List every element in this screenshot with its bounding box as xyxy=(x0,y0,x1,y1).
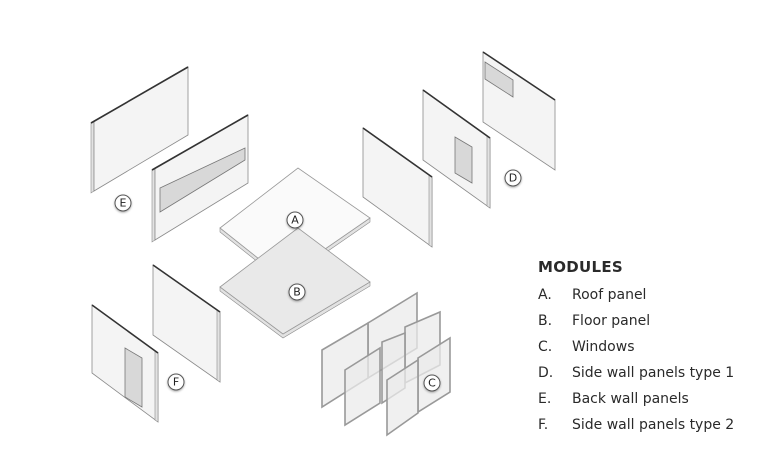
legend-item: A. Roof panel xyxy=(538,282,734,308)
legend-label: Side wall panels type 2 xyxy=(572,417,735,433)
floor-panel xyxy=(219,227,371,339)
modules-legend: MODULES A. Roof panel B. Floor panel C. Win… xyxy=(538,258,734,438)
legend-item: D. Side wall panels type 1 xyxy=(538,360,734,386)
back-wall-panel-plain xyxy=(90,66,189,194)
legend-letter: B. xyxy=(538,313,553,329)
legend-label: Side wall panels type 1 xyxy=(572,365,735,381)
legend-label: Windows xyxy=(572,339,635,355)
side-wall-panel-type2-door xyxy=(91,304,159,423)
side-wall-panel-type2-plain xyxy=(152,264,221,383)
legend-label: Roof panel xyxy=(572,287,647,303)
side-wall-panel-with-window xyxy=(482,51,556,171)
legend-label: Back wall panels xyxy=(572,391,689,407)
legend-title: MODULES xyxy=(538,258,624,276)
legend-item: F. Side wall panels type 2 xyxy=(538,412,734,438)
legend-letter: A. xyxy=(538,287,552,303)
svg-text:A: A xyxy=(291,214,299,227)
legend-letter: C. xyxy=(538,339,553,355)
side-wall-panel-with-door xyxy=(422,89,491,209)
legend-item: B. Floor panel xyxy=(538,308,734,334)
window-panels xyxy=(321,291,451,437)
svg-text:F: F xyxy=(173,376,179,389)
legend-letter: E. xyxy=(538,391,552,407)
svg-text:E: E xyxy=(120,197,127,210)
back-wall-panel-with-window xyxy=(151,114,249,243)
legend-label: Floor panel xyxy=(572,313,651,329)
svg-text:B: B xyxy=(293,286,301,299)
side-wall-panel-plain xyxy=(362,127,433,248)
label-d: D xyxy=(504,169,522,187)
svg-text:C: C xyxy=(428,377,436,390)
label-a: A xyxy=(286,211,304,229)
legend-item: E. Back wall panels xyxy=(538,386,734,412)
label-f: F xyxy=(167,373,185,391)
svg-text:D: D xyxy=(509,172,517,185)
label-e: E xyxy=(114,194,132,212)
legend-item: C. Windows xyxy=(538,334,734,360)
label-c: C xyxy=(423,374,441,392)
label-b: B xyxy=(288,283,306,301)
legend-letter: D. xyxy=(538,365,554,381)
legend-letter: F. xyxy=(538,417,549,433)
